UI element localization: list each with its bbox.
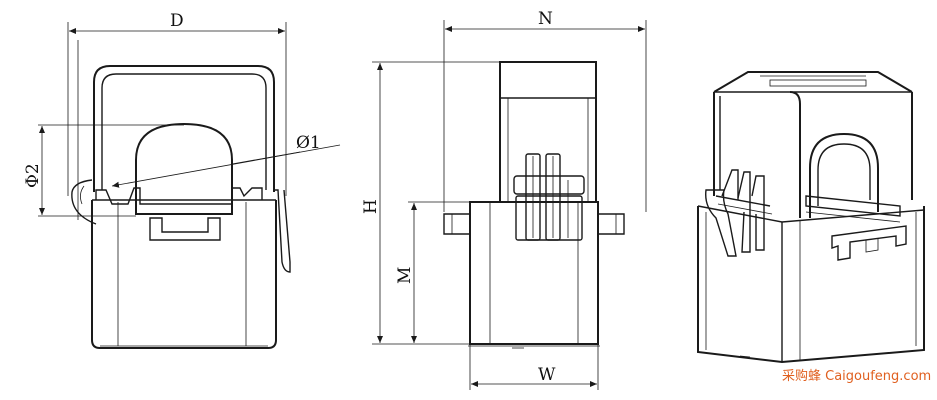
iso-latch <box>705 169 773 257</box>
dim-W: W <box>538 365 556 385</box>
dim-phi1: Ø1 <box>296 133 321 153</box>
side-view: N H M W <box>361 9 647 390</box>
front-jaw <box>95 187 263 205</box>
iso-cap-front <box>713 91 913 218</box>
watermark: 采购蜂 Caigoufeng.com <box>782 368 931 384</box>
side-tab-right <box>598 213 625 235</box>
iso-cap-top <box>713 71 913 93</box>
side-body <box>469 201 599 345</box>
front-view: Φ2 Ø1 D <box>23 11 341 349</box>
side-cap <box>499 61 597 203</box>
dim-M: M <box>395 267 415 284</box>
dim-N: N <box>538 9 553 29</box>
front-core-window <box>135 122 233 215</box>
dim-phi2: Φ2 <box>23 163 43 188</box>
side-tab-left <box>443 213 470 235</box>
iso-core-window <box>809 132 879 218</box>
dim-H: H <box>361 199 381 214</box>
front-clip <box>149 217 221 241</box>
dim-D: D <box>170 11 184 31</box>
front-cap <box>93 65 275 192</box>
side-latch <box>513 153 585 241</box>
front-body <box>91 200 277 349</box>
iso-clip <box>831 225 907 261</box>
isometric-view <box>697 71 925 364</box>
iso-body <box>697 206 925 364</box>
